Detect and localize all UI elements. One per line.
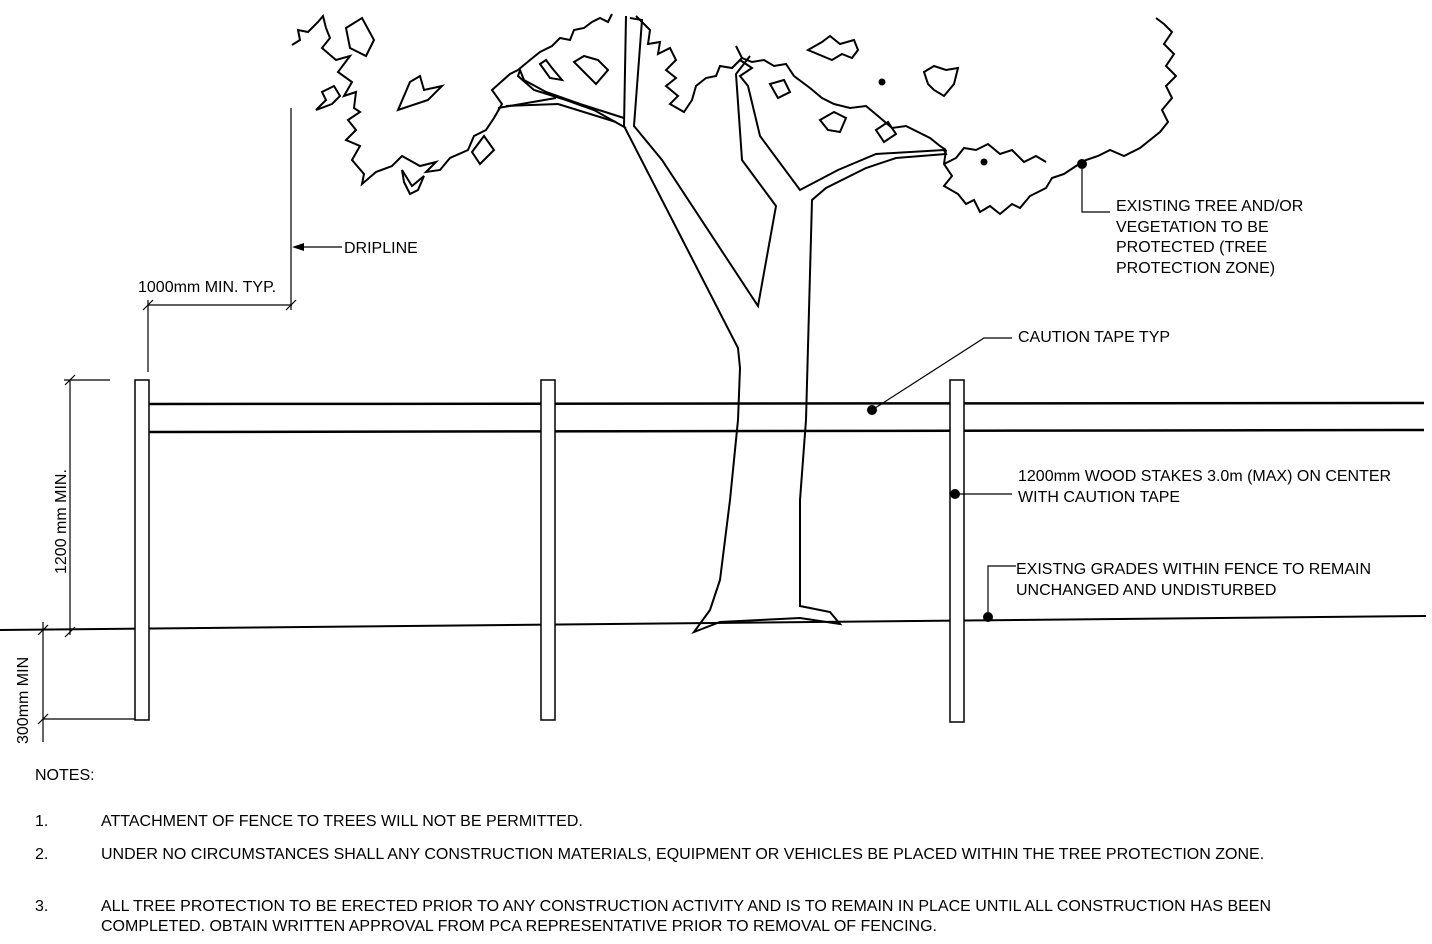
tree-callout-label: VEGETATION TO BE: [1116, 219, 1269, 236]
grades-callout-label: UNCHANGED AND UNDISTURBED: [1016, 582, 1276, 599]
stakes-callout-label: WITH CAUTION TAPE: [1018, 489, 1180, 506]
dripline-label: DRIPLINE: [344, 240, 418, 257]
depth-dimension-label: 300mm MIN: [15, 657, 32, 744]
wood-stake: [540, 379, 556, 721]
depth-dimension: [37, 622, 135, 742]
dripline-dimension: [142, 108, 342, 372]
tree-callout-label: PROTECTION ZONE): [1116, 260, 1275, 277]
height-dimension-label: 1200 mm MIN.: [53, 469, 70, 574]
ground-line: [0, 615, 1427, 631]
tree-trunk: [497, 15, 948, 635]
wood-stake: [134, 379, 150, 721]
canopy-dot: [878, 78, 886, 86]
tree-callout-label: EXISTING TREE AND/OR: [1116, 198, 1303, 215]
grades-callout-label: EXISTNG GRADES WITHIN FENCE TO REMAIN: [1016, 561, 1371, 578]
dripline-arrowhead: [292, 243, 304, 251]
caution-tape-callout-label: CAUTION TAPE TYP: [1018, 329, 1170, 346]
wood-stake: [949, 379, 965, 723]
min-offset-label: 1000mm MIN. TYP.: [138, 279, 276, 296]
stakes-callout-label: 1200mm WOOD STAKES 3.0m (MAX) ON CENTER: [1018, 468, 1391, 485]
tree-callout-label: PROTECTED (TREE: [1116, 239, 1267, 256]
grades-callout-leader: [987, 565, 1016, 617]
caution-tape-top: [148, 401, 1425, 406]
height-dimension: [64, 374, 110, 638]
tree-callout-leader: [1081, 164, 1110, 213]
canopy-dot: [980, 158, 988, 166]
caution-tape-bottom: [148, 428, 1425, 434]
tree-canopy: [291, 13, 1178, 216]
caution-tape-callout-leader: [871, 337, 1012, 411]
